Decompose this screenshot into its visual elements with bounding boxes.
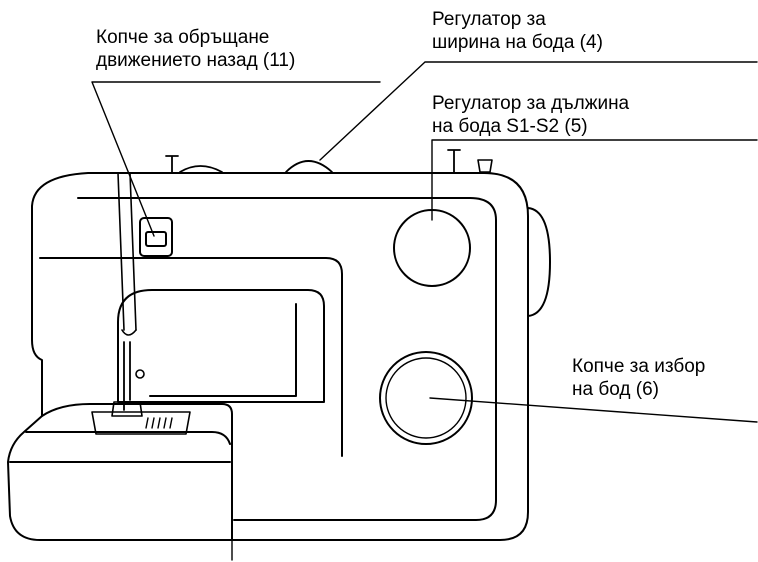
machine-body-outline xyxy=(7,172,529,541)
free-arm-base xyxy=(41,403,233,541)
presser-screw xyxy=(135,369,145,379)
top-cover-left xyxy=(179,165,223,173)
stitch-length-label-line1: Регулатор за дължина xyxy=(432,93,630,114)
bobbin-stopper xyxy=(477,159,493,173)
leader-stitch-length xyxy=(431,139,758,221)
pattern-selector-label-line1: Копче за избор xyxy=(572,356,706,377)
arm-opening-inner xyxy=(149,303,297,397)
reverse-button-label-line1: Копче за обръщане xyxy=(96,27,270,48)
thread-guide xyxy=(117,172,137,331)
spool-pin-left xyxy=(165,155,179,173)
leader-reverse-button xyxy=(91,81,381,237)
leader-stitch-width xyxy=(319,61,758,161)
machine-front-panel xyxy=(77,197,497,521)
arm-opening xyxy=(117,289,325,403)
reverse-button-label: Копче за обръщане движението назад (11) xyxy=(96,26,295,72)
stitch-length-label: Регулатор за дължина на бода S1-S2 (5) xyxy=(432,92,629,138)
stitch-width-label-line2: ширина на бода (4) xyxy=(432,32,603,53)
stitch-width-label: Регулатор за ширина на бода (4) xyxy=(432,8,603,54)
stitch-width-dial-top xyxy=(285,160,333,173)
stitch-width-label-line1: Регулатор за xyxy=(432,9,546,30)
presser-foot xyxy=(111,401,143,417)
reverse-button-label-line2: движението назад (11) xyxy=(96,50,296,71)
pattern-selector-label: Копче за избор на бод (6) xyxy=(572,355,705,401)
leader-pattern-selector xyxy=(429,397,758,423)
hand-wheel xyxy=(527,207,551,317)
pattern-selector-dial xyxy=(379,351,473,445)
pattern-selector-dial-rim xyxy=(385,357,467,439)
bobbin-winder xyxy=(447,149,461,173)
free-arm-top xyxy=(25,431,231,445)
needle-bar xyxy=(123,341,131,411)
reverse-button-key xyxy=(145,231,167,247)
thread-guide-bottom xyxy=(121,329,137,336)
pattern-selector-label-line2: на бод (6) xyxy=(572,379,659,400)
stitch-length-dial xyxy=(393,209,471,287)
stitch-length-label-line2: на бода S1-S2 (5) xyxy=(432,116,588,137)
needle-plate xyxy=(91,411,191,435)
machine-upper-line xyxy=(39,257,343,457)
feed-dogs xyxy=(145,417,173,429)
reverse-button-housing xyxy=(139,217,173,257)
